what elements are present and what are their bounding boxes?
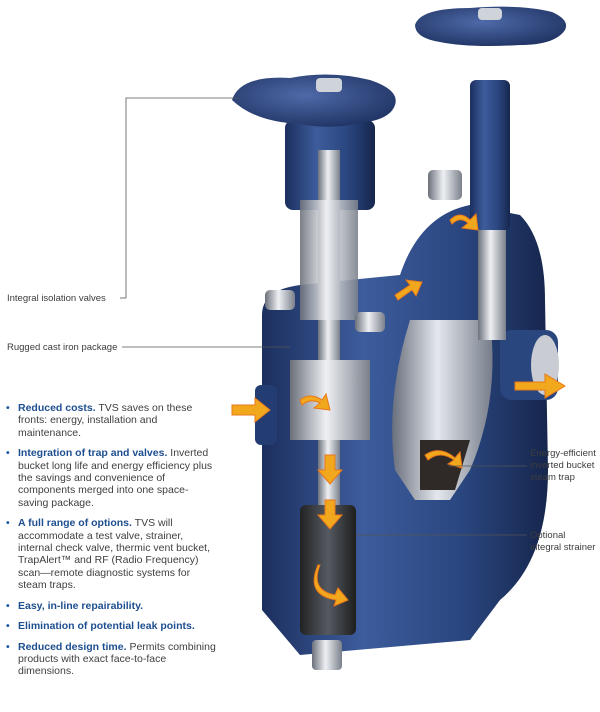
callout-inverted-bucket: Energy-efficient inverted bucket steam t… bbox=[530, 448, 596, 483]
callout-cast-iron: Rugged cast iron package bbox=[7, 342, 118, 353]
callout-integral-strainer: Optional integral strainer bbox=[530, 530, 596, 553]
benefit-item: •A full range of options. TVS will accom… bbox=[6, 517, 211, 592]
benefit-item: •Elimination of potential leak points. bbox=[6, 620, 195, 633]
benefit-item: •Easy, in-line repairability. bbox=[6, 599, 144, 612]
right-handwheel bbox=[415, 6, 567, 46]
bucket-chamber bbox=[392, 320, 493, 500]
inlet-port bbox=[255, 385, 277, 445]
steam-flow-arrows bbox=[231, 212, 566, 607]
benefit-item: •Reduced costs. TVS saves on these front… bbox=[6, 402, 193, 439]
benefits-list: •Reduced costs. TVS saves on these front… bbox=[6, 402, 216, 686]
benefit-item: •Reduced design time. Permits combining … bbox=[6, 640, 216, 678]
benefit-item: •Integration of trap and valves. Inverte… bbox=[6, 447, 213, 509]
right-valve-bonnet bbox=[470, 80, 510, 230]
left-handwheel bbox=[232, 74, 396, 127]
callout-isolation-valves: Integral isolation valves bbox=[7, 293, 106, 304]
